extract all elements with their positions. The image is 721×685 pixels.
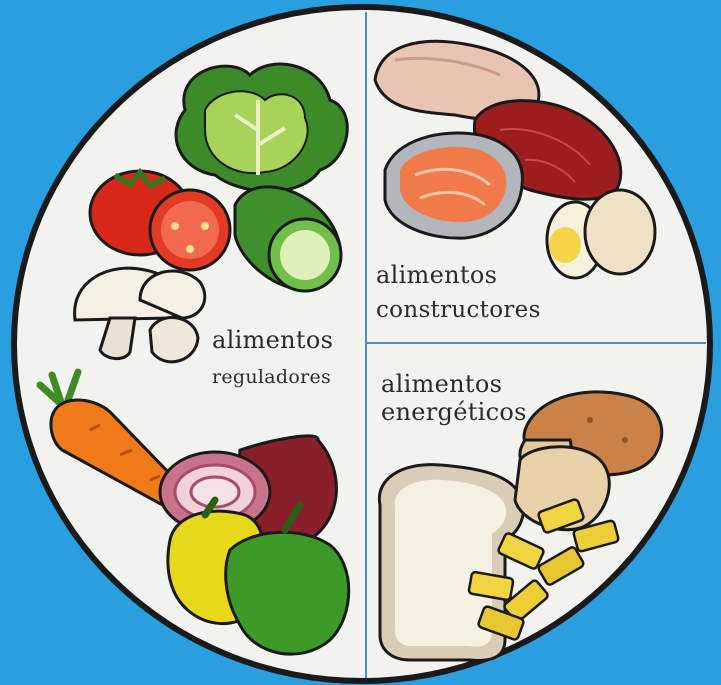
label-constructores-line2: constructores [376, 299, 541, 322]
label-constructores-line1: alimentos [376, 263, 541, 287]
label-energeticos-line2: energéticos [381, 400, 527, 424]
label-energeticos-line1: alimentos [381, 372, 527, 396]
label-energeticos: alimentos energéticos [381, 372, 527, 424]
label-reguladores: alimentos reguladores [212, 328, 333, 387]
label-reguladores-line2: reguladores [212, 368, 333, 387]
label-reguladores-line1: alimentos [212, 328, 333, 352]
label-constructores: alimentos constructores [376, 263, 541, 322]
salmon-icon [385, 133, 522, 238]
